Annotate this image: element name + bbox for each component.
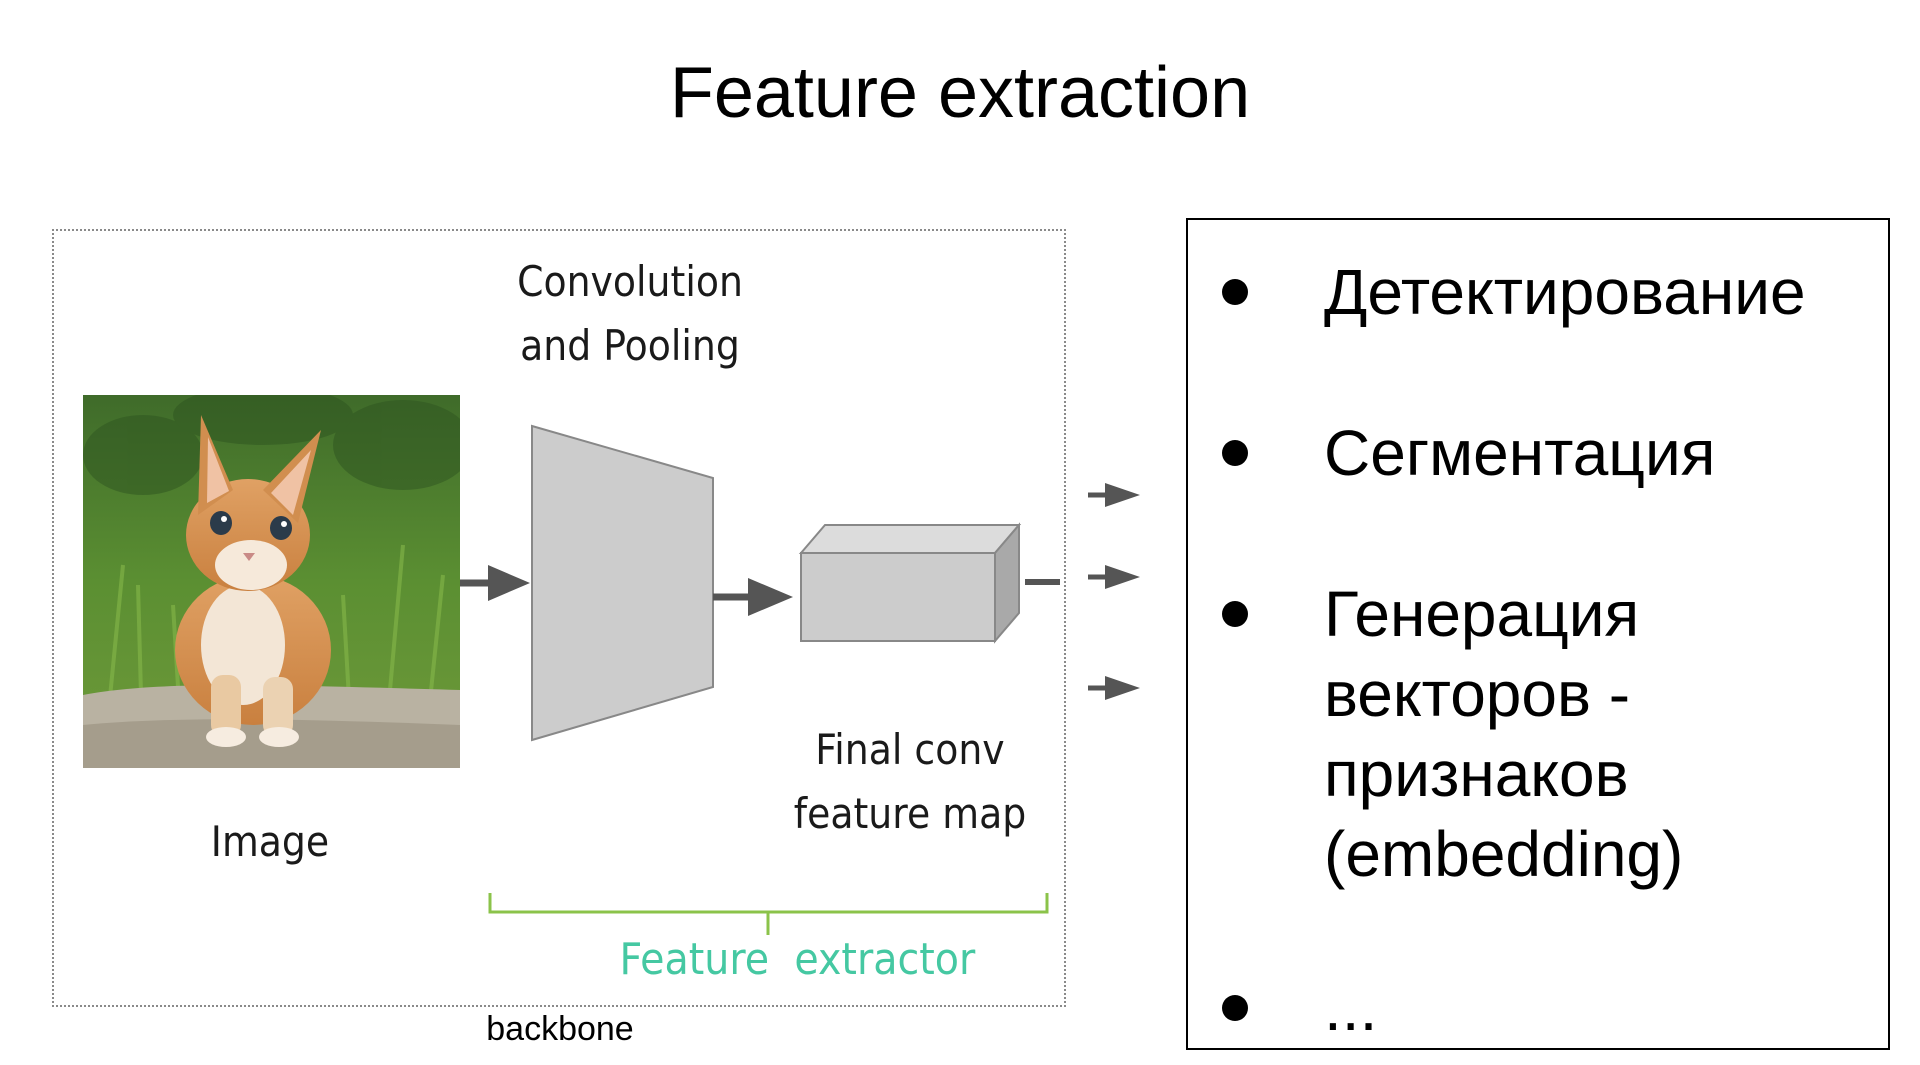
kitten-illustration <box>83 395 460 768</box>
conv-label-line2: and Pooling <box>520 321 740 370</box>
backbone-label: backbone <box>486 1010 634 1048</box>
feature-extractor-label: Feature extractor <box>619 934 976 985</box>
bullet-icon <box>1218 252 1260 305</box>
list-item: Детектирование <box>1218 252 1858 332</box>
image-label: Image <box>210 817 330 866</box>
conv-label-line1: Convolution <box>517 257 743 306</box>
list-item-text: ... <box>1324 972 1378 1044</box>
list-item: Генерация векторов - признаков (embeddin… <box>1218 574 1858 894</box>
list-item-text: Детектирование <box>1324 256 1806 328</box>
output-arrow-3 <box>1088 676 1140 700</box>
final-conv-label: Final conv feature map <box>775 718 1045 846</box>
slide-title: Feature extraction <box>669 53 1251 133</box>
list-item: ... <box>1218 968 1858 1048</box>
conv-pooling-label: Convolution and Pooling <box>486 250 774 378</box>
final-label-line1: Final conv <box>815 725 1005 774</box>
bullet-icon <box>1218 574 1260 627</box>
output-arrow-1 <box>1088 483 1140 507</box>
bullet-icon <box>1218 413 1260 466</box>
bullet-icon <box>1218 968 1260 1021</box>
list-item: Сегментация <box>1218 413 1858 493</box>
kitten-image <box>83 395 460 768</box>
applications-box: Детектирование Сегментация Генерация век… <box>1186 218 1890 1050</box>
list-item-text: Генерация векторов - признаков (embeddin… <box>1324 578 1684 890</box>
list-item-text: Сегментация <box>1324 417 1716 489</box>
backbone-frame <box>52 229 1066 1007</box>
output-arrow-2 <box>1088 565 1140 589</box>
final-label-line2: feature map <box>793 789 1027 838</box>
